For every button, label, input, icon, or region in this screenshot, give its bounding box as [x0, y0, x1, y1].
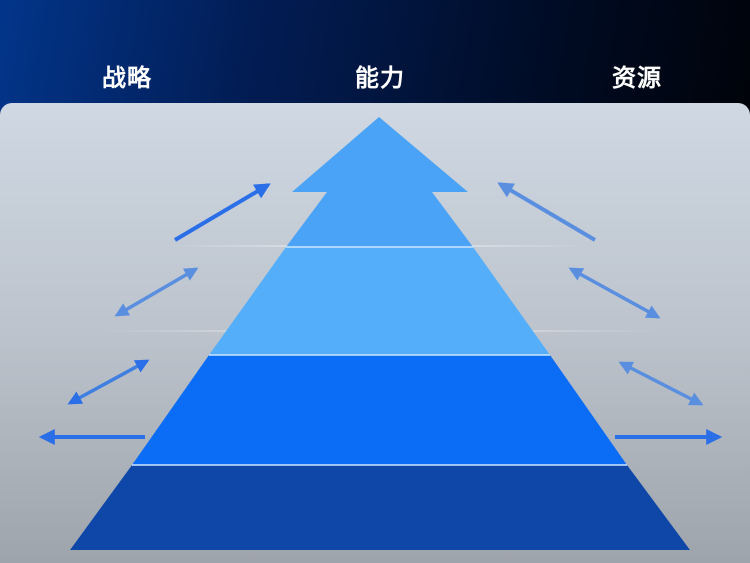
- arrow-up-left-icon: [500, 184, 595, 240]
- pyramid-layer-4: [70, 465, 690, 550]
- double-arrow-icon: [621, 363, 701, 404]
- arrow-up-right-icon: [175, 185, 268, 240]
- pyramid-top-arrow: [286, 117, 473, 247]
- pyramid-layer-3: [132, 355, 627, 465]
- double-arrow-icon: [571, 269, 658, 317]
- double-arrow-icon: [70, 361, 147, 403]
- double-arrow-icon: [117, 269, 196, 315]
- pyramid-layer-2: [209, 247, 550, 355]
- pyramid-diagram: [0, 0, 750, 550]
